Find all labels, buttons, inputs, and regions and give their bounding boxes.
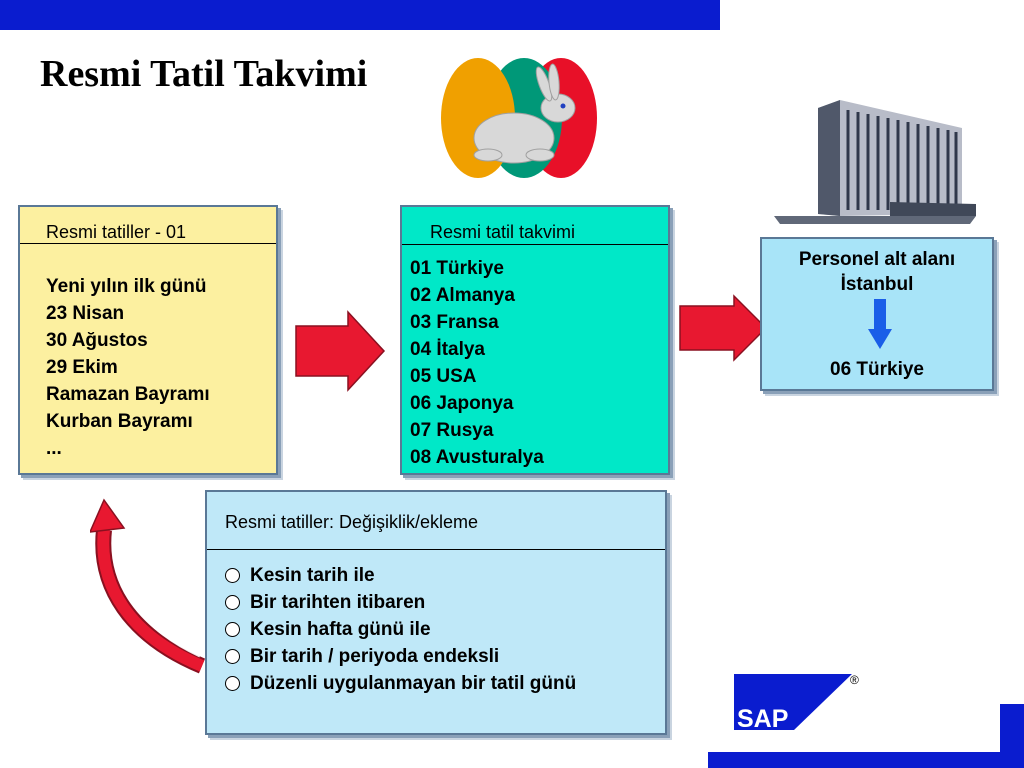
- holidays-box: Resmi tatiller - 01 Yeni yılın ilk günü …: [18, 205, 278, 475]
- subarea-line2: İstanbul: [840, 274, 914, 295]
- list-item: 08 Avusturalya: [410, 447, 544, 468]
- office-building-icon: [774, 100, 976, 224]
- changes-box-header: Resmi tatiller: Değişiklik/ekleme: [225, 512, 479, 532]
- list-item: Yeni yılın ilk günü: [46, 276, 207, 297]
- list-item: ...: [46, 438, 62, 459]
- list-item: 01 Türkiye: [410, 258, 504, 279]
- personnel-subarea-box: Personel alt alanı İstanbul 06 Türkiye: [760, 237, 994, 391]
- radio-icon[interactable]: [225, 622, 240, 637]
- option-item[interactable]: Bir tarihten itibaren: [225, 589, 576, 616]
- list-item: Ramazan Bayramı: [46, 384, 210, 405]
- holidays-box-header: Resmi tatiller - 01: [46, 222, 187, 242]
- subarea-value: 06 Türkiye: [830, 359, 924, 380]
- sap-logo-icon: SAP ®: [734, 673, 859, 732]
- radio-icon[interactable]: [225, 649, 240, 664]
- easter-rabbit-eggs-icon: [441, 58, 597, 178]
- subarea-header: Personel alt alanı İstanbul: [762, 247, 992, 297]
- right-arrow-icon: [679, 294, 768, 362]
- page-title: Resmi Tatil Takvimi: [40, 53, 368, 95]
- sap-logo-text: SAP: [737, 705, 788, 732]
- list-item: 07 Rusya: [410, 420, 494, 441]
- divider: [20, 243, 276, 244]
- corner-decoration: [708, 704, 1024, 768]
- option-item[interactable]: Bir tarih / periyoda endeksli: [225, 643, 576, 670]
- right-arrow-icon: [295, 310, 386, 392]
- list-item: 30 Ağustos: [46, 330, 148, 351]
- list-item: 29 Ekim: [46, 357, 118, 378]
- option-label: Düzenli uygulanmayan bir tatil günü: [250, 672, 577, 694]
- option-label: Bir tarih / periyoda endeksli: [250, 645, 500, 667]
- option-item[interactable]: Düzenli uygulanmayan bir tatil günü: [225, 670, 576, 697]
- option-item[interactable]: Kesin tarih ile: [225, 562, 576, 589]
- options-list: Kesin tarih ile Bir tarihten itibaren Ke…: [225, 562, 576, 697]
- radio-icon[interactable]: [225, 676, 240, 691]
- calendar-box-header: Resmi tatil takvimi: [430, 222, 576, 242]
- registered-mark: ®: [850, 673, 859, 687]
- changes-box: Resmi tatiller: Değişiklik/ekleme Kesin …: [205, 490, 667, 735]
- list-item: 23 Nisan: [46, 303, 125, 324]
- list-item: 05 USA: [410, 366, 477, 387]
- option-label: Bir tarihten itibaren: [250, 591, 426, 613]
- subarea-line1: Personel alt alanı: [798, 249, 956, 270]
- down-arrow-icon: [868, 299, 892, 349]
- holidays-list: Yeni yılın ilk günü 23 Nisan 30 Ağustos …: [46, 273, 210, 462]
- divider: [207, 549, 665, 550]
- list-item: 06 Japonya: [410, 393, 514, 414]
- option-label: Kesin hafta günü ile: [250, 618, 431, 640]
- radio-icon[interactable]: [225, 568, 240, 583]
- list-item: 04 İtalya: [410, 339, 485, 360]
- top-accent-bar: [0, 0, 720, 30]
- list-item: Kurban Bayramı: [46, 411, 193, 432]
- radio-icon[interactable]: [225, 595, 240, 610]
- list-item: 03 Fransa: [410, 312, 499, 333]
- option-item[interactable]: Kesin hafta günü ile: [225, 616, 576, 643]
- list-item: 02 Almanya: [410, 285, 515, 306]
- calendar-box: Resmi tatil takvimi 01 Türkiye 02 Almany…: [400, 205, 670, 475]
- divider: [402, 244, 668, 245]
- calendar-list: 01 Türkiye 02 Almanya 03 Fransa 04 İtaly…: [410, 255, 544, 471]
- option-label: Kesin tarih ile: [250, 564, 375, 586]
- curved-arrow-icon: [90, 498, 206, 674]
